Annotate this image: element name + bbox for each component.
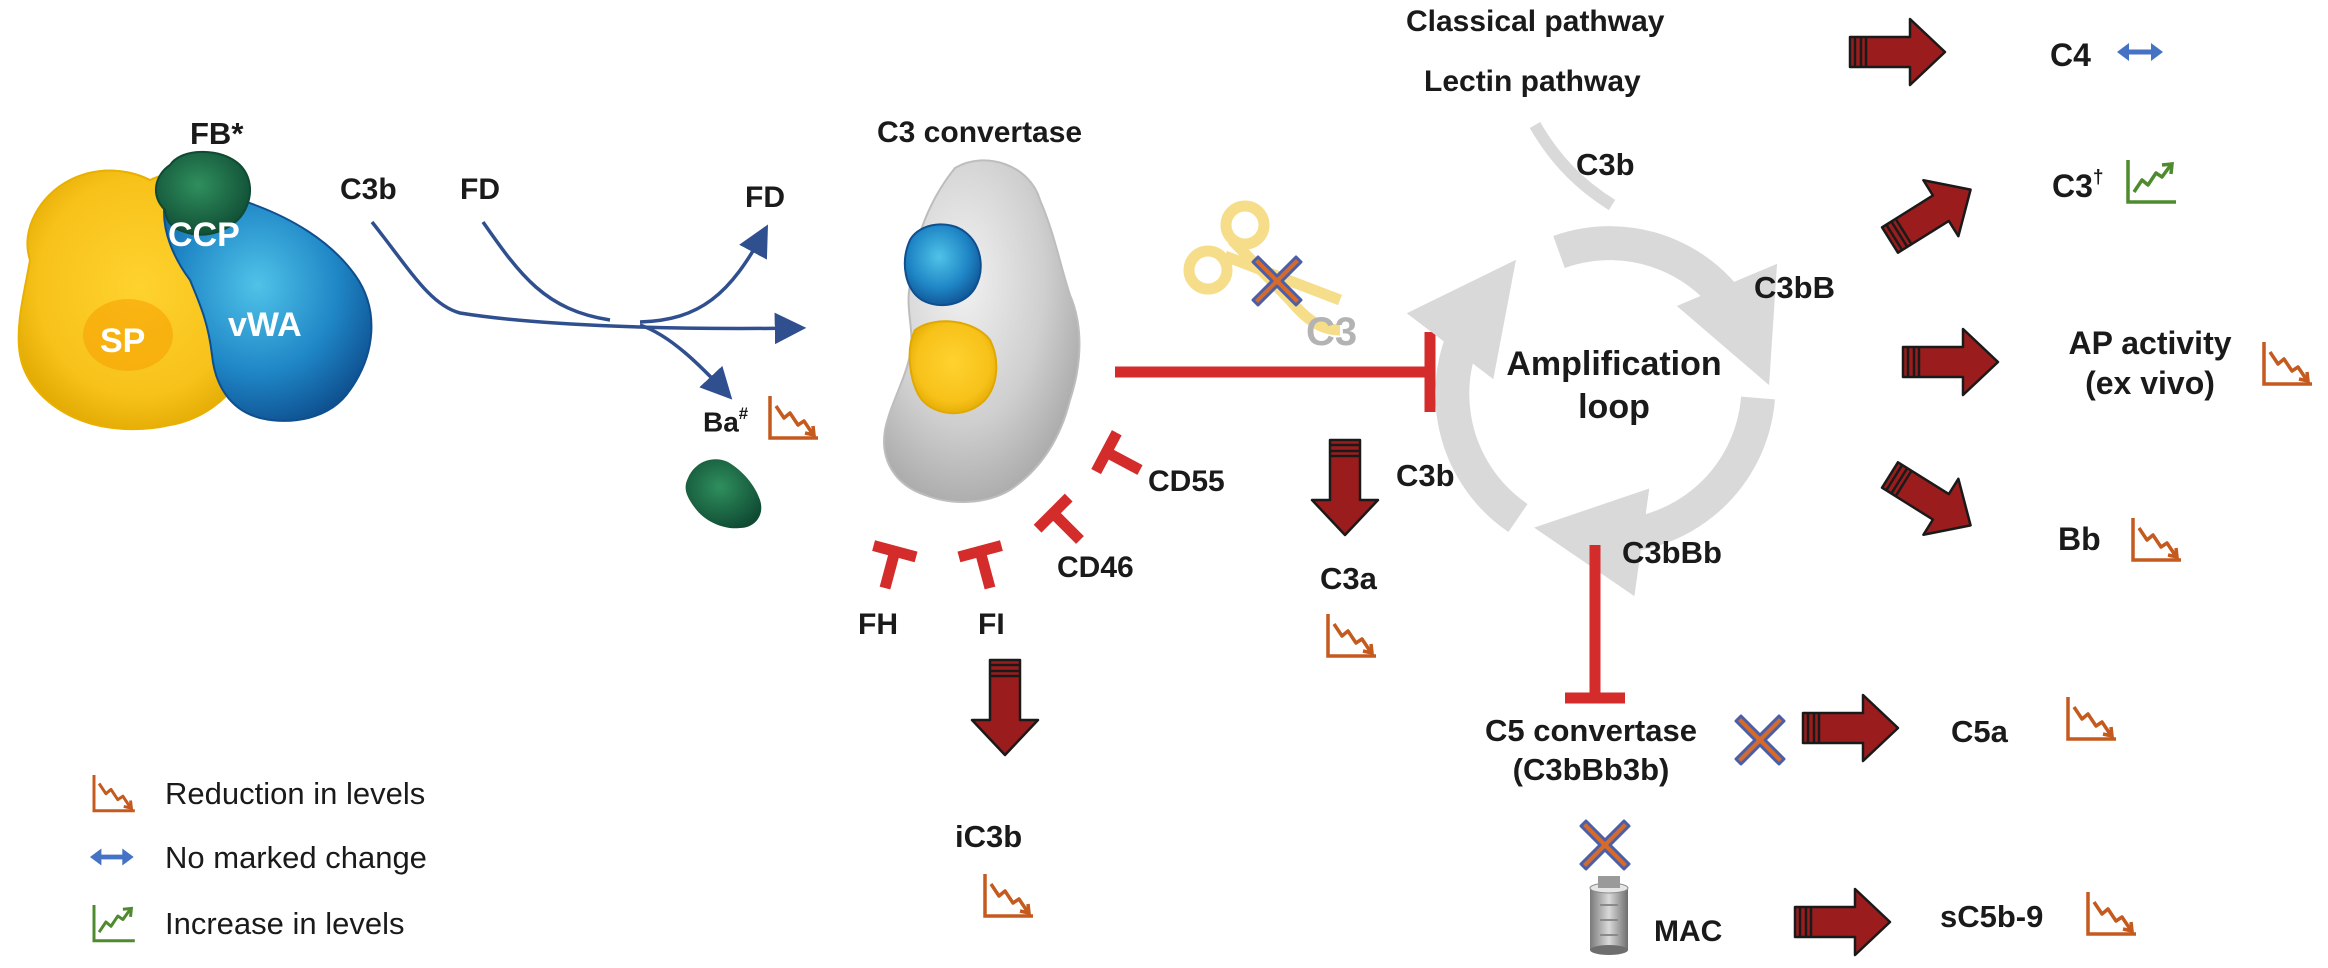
ap-activity-arrow [1901,327,2000,397]
bb-reduction-icon [2131,516,2183,562]
ba-text: Ba [703,406,739,438]
sc5b9-label: sC5b-9 [1940,899,2044,934]
cd55-label: CD55 [1148,465,1225,498]
cylinder-icon [1589,876,1629,955]
legend-reduction-text: Reduction in levels [165,776,426,811]
fh-label: FH [858,608,898,641]
fd-output-label: FD [745,181,785,214]
ic3b-reduction-icon [983,872,1035,918]
c5a-label: C5a [1951,714,2008,749]
inhibitor-fh-symbol [864,546,916,594]
amplification-loop-label: Amplification loop [1494,343,1734,428]
legend-increase-icon [92,903,137,943]
ic3b-label: iC3b [955,819,1023,854]
sc5b9-reduction-icon [2086,890,2138,936]
c3b-input-label: C3b [340,173,397,206]
c3bbb-inhibition-line [1565,545,1625,704]
pathway-entry-line [1529,122,1616,211]
legend-no-change-text: No marked change [165,840,427,875]
c5-convertase-label: C5 convertase (C3bBb3b) [1456,712,1726,790]
c3-mark: † [2092,167,2104,189]
sp-label: SP [100,322,146,360]
c3-output-label: C3† [2052,167,2104,204]
c3-substrate-label: C3 [1306,310,1358,354]
inhibitor-fi-symbol [959,546,1011,594]
ap-activity-line1: AP activity [2068,325,2232,361]
c3-arrow [1871,160,1990,270]
factor-b-structure [17,150,373,431]
c5a-cross-icon [1734,714,1786,766]
inhibitor-cd46-symbol [1038,498,1096,556]
c3a-arrow [1310,438,1380,537]
mac-label: MAC [1654,915,1723,948]
c5a-arrow [1801,693,1900,763]
c4-no-change-icon [2117,43,2163,61]
legend-no-change-icon [90,848,134,865]
legend-increase-text: Increase in levels [165,906,405,941]
vwa-label: vWA [228,306,302,344]
fd-input-label: FD [460,173,500,206]
ba-label: Ba# [703,405,748,438]
c3b-split-label: C3b [1396,458,1455,493]
amplification-loop-cycle [1406,226,1777,597]
legend-reduction-icon [92,773,137,813]
ap-activity-line2: (ex vivo) [2085,365,2215,401]
convertase-inhibition-line [1115,332,1436,412]
cd46-label: CD46 [1057,551,1134,584]
c4-label: C4 [2050,37,2091,73]
c3-convertase-structure [883,159,1081,503]
c3bb-label: C3bB [1754,270,1835,305]
ba-fragment [685,459,762,529]
sc5b9-arrow [1793,887,1892,957]
c3b-loop-label: C3b [1576,147,1635,182]
c3a-reduction-icon [1326,612,1378,658]
mac-cross-icon [1579,819,1631,871]
c3bbb-label: C3bBb [1622,535,1722,570]
ba-reduction-icon [768,394,820,440]
amplification-loop-line2: loop [1578,387,1650,426]
c5a-reduction-icon [2066,695,2118,741]
inhibitor-cd55-symbol [1096,433,1150,490]
c3-increase-icon [2126,158,2178,204]
flow-lines [370,220,807,400]
ap-activity-reduction-icon [2262,340,2314,386]
c5-convertase-line2: (C3bBb3b) [1512,751,1670,787]
fb-title: FB* [190,116,244,151]
classical-pathway-label: Classical pathway [1406,5,1665,38]
lectin-pathway-label: Lectin pathway [1424,65,1641,98]
ic3b-arrow [970,658,1040,757]
ap-activity-label: AP activity (ex vivo) [2040,323,2260,403]
c3a-label: C3a [1320,561,1377,596]
ba-mark: # [738,404,749,423]
amplification-loop-line1: Amplification [1506,345,1722,383]
c3-output-text: C3 [2052,168,2093,204]
fi-label: FI [978,608,1005,641]
ccp-label: CCP [168,216,240,254]
c5-convertase-line1: C5 convertase [1485,713,1697,748]
c3-convertase-title: C3 convertase [877,116,1083,149]
bb-label: Bb [2058,521,2101,557]
bb-arrow [1871,445,1990,555]
c4-arrow [1848,17,1947,87]
